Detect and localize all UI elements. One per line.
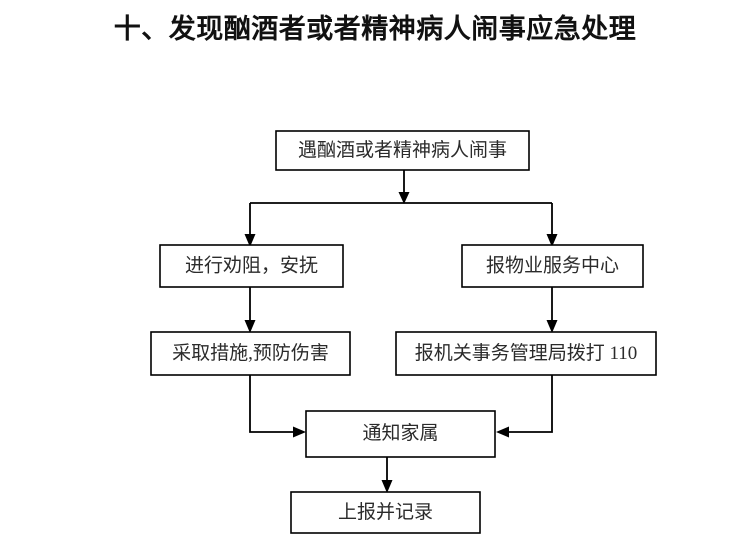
arrow-head-icon [381, 480, 393, 493]
node-n2-label: 进行劝阻，安抚 [185, 254, 318, 276]
edge-split-to-n3 [546, 203, 558, 247]
node-n4[interactable]: 采取措施,预防伤害 [150, 331, 351, 376]
node-n1-label: 遇酗酒或者精神病人闹事 [298, 139, 507, 161]
node-n5[interactable]: 报机关事务管理局拨打 110 [395, 331, 657, 376]
edge-split-to-n2 [244, 203, 256, 247]
node-n5-label: 报机关事务管理局拨打 110 [415, 342, 638, 364]
edge-n2-to-n4 [244, 287, 256, 333]
node-n1-box[interactable] [275, 130, 530, 171]
arrow-head-icon [244, 234, 256, 247]
node-n3-box[interactable] [461, 244, 644, 288]
node-n1[interactable]: 遇酗酒或者精神病人闹事 [275, 130, 530, 171]
page-title: 十、发现酗酒者或者精神病人闹事应急处理 [113, 14, 637, 44]
edge-n6-to-n7 [381, 457, 393, 493]
node-n6-label: 通知家属 [362, 422, 438, 444]
node-n3[interactable]: 报物业服务中心 [461, 244, 644, 288]
node-n6-box[interactable] [305, 410, 496, 458]
arrow-head-icon [293, 426, 306, 438]
edge-n5-to-n6 [496, 375, 553, 438]
node-n3-label: 报物业服务中心 [486, 254, 619, 276]
node-n2-box[interactable] [159, 244, 344, 288]
edge-n1-to-split [398, 170, 410, 204]
node-n5-box[interactable] [395, 331, 657, 376]
node-n4-label: 采取措施,预防伤害 [172, 342, 329, 364]
node-n7[interactable]: 上报并记录 [290, 491, 481, 534]
arrow-head-icon [496, 426, 509, 438]
node-n6[interactable]: 通知家属 [305, 410, 496, 458]
edge-n4-to-n6 [249, 375, 306, 438]
node-n7-box[interactable] [290, 491, 481, 534]
node-n4-box[interactable] [150, 331, 351, 376]
arrow-head-icon [546, 320, 558, 333]
arrow-head-icon [546, 234, 558, 247]
arrow-head-icon [244, 320, 256, 333]
edge-n3-to-n5 [546, 287, 558, 333]
node-n2[interactable]: 进行劝阻，安抚 [159, 244, 344, 288]
node-n7-label: 上报并记录 [338, 501, 433, 523]
arrow-head-icon [398, 192, 410, 204]
